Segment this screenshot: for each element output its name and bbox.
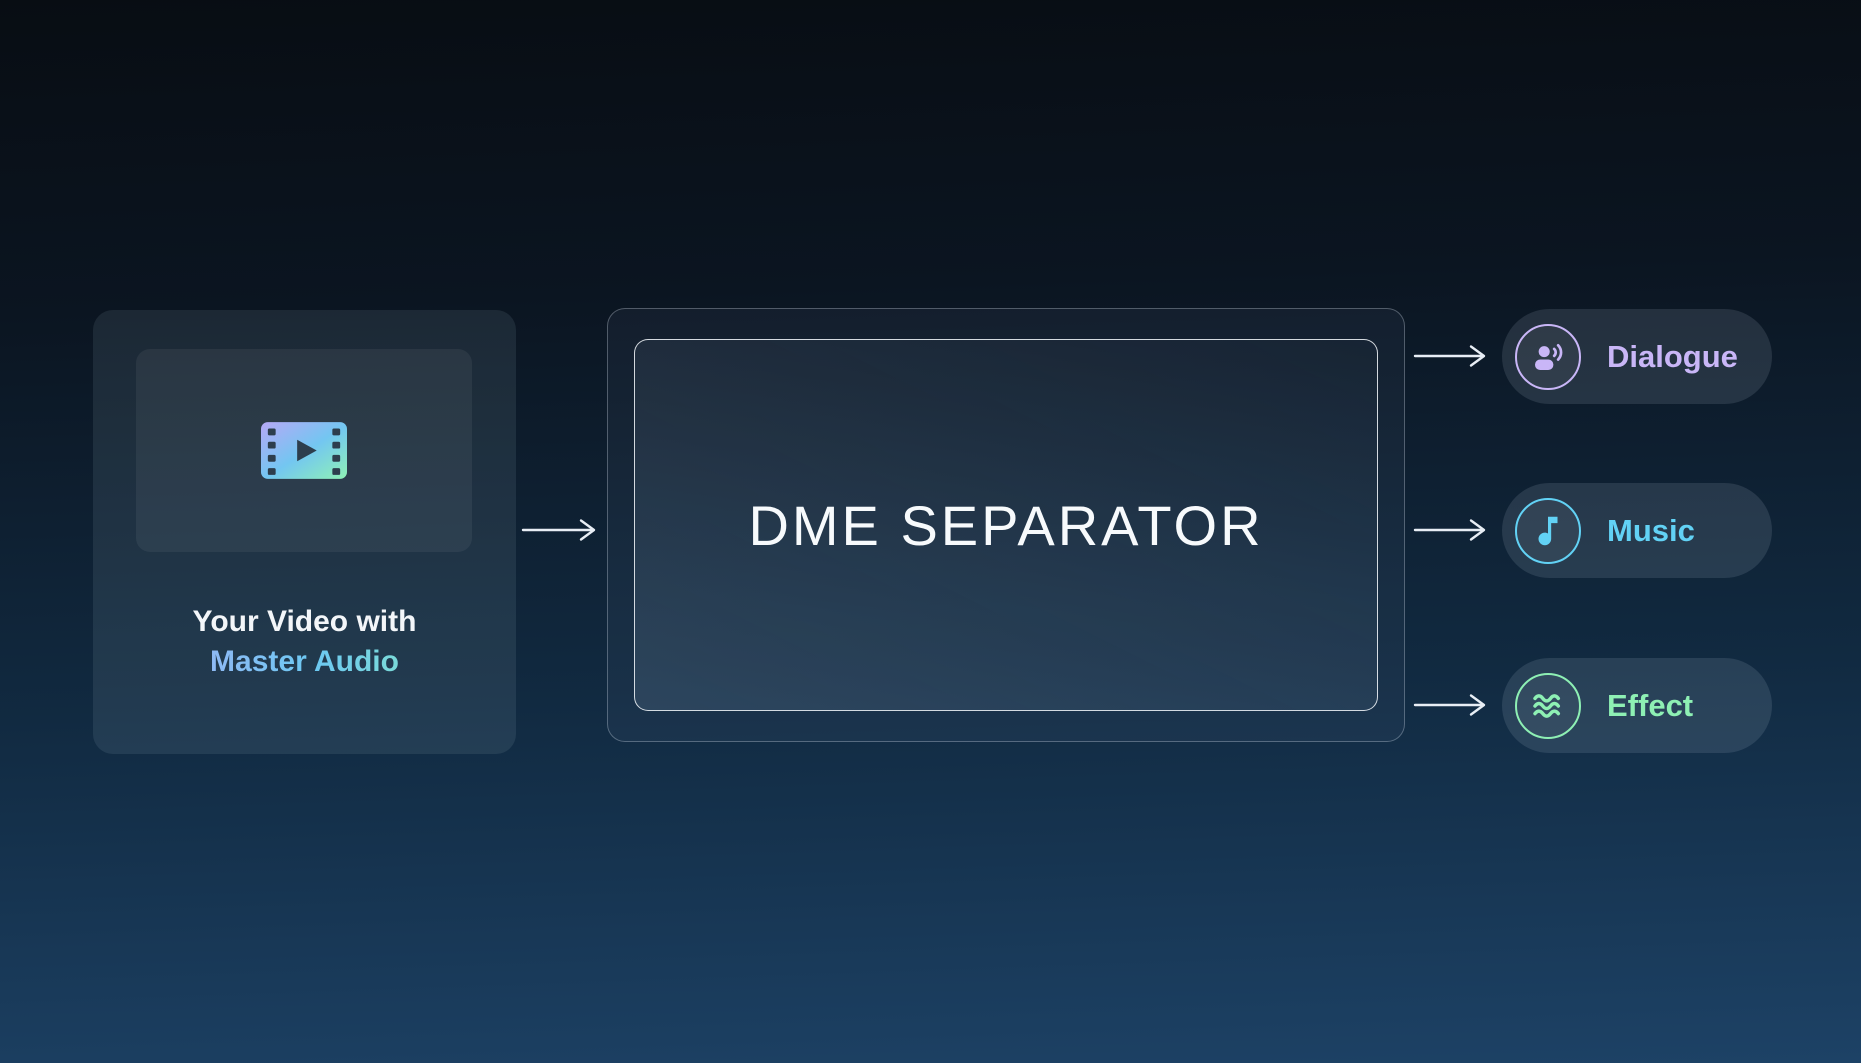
- person-speaking-icon: [1535, 343, 1563, 370]
- sound-waves-icon: [1533, 693, 1561, 718]
- music-note-icon: [1538, 516, 1558, 545]
- output-pill-dialogue: Dialogue: [1502, 309, 1772, 404]
- output-label-dialogue: Dialogue: [1607, 338, 1738, 374]
- input-card-title-line2: Master Audio: [93, 642, 516, 682]
- dme-separator-box: DME SEPARATOR: [607, 308, 1405, 742]
- arrow-input-to-separator: [520, 516, 604, 544]
- dme-separator-title: DME SEPARATOR: [748, 493, 1264, 557]
- output-pill-effect: Effect: [1502, 658, 1772, 753]
- dialogue-icon-circle: [1515, 323, 1581, 390]
- arrow-separator-to-music: [1412, 516, 1496, 544]
- output-pill-music: Music: [1502, 483, 1772, 578]
- input-card-caption: Your Video with Master Audio: [93, 602, 516, 682]
- arrow-separator-to-effect: [1412, 691, 1496, 719]
- output-label-music: Music: [1607, 512, 1695, 548]
- input-card-title-line1: Your Video with: [192, 605, 417, 638]
- film-play-icon: [261, 422, 347, 479]
- input-video-card: Your Video with Master Audio: [93, 310, 516, 754]
- effect-icon-circle: [1515, 672, 1581, 739]
- arrow-separator-to-dialogue: [1412, 342, 1496, 370]
- video-thumbnail: [136, 349, 472, 552]
- output-label-effect: Effect: [1607, 687, 1694, 723]
- music-icon-circle: [1515, 497, 1581, 564]
- dme-separator-screen: DME SEPARATOR: [634, 339, 1378, 711]
